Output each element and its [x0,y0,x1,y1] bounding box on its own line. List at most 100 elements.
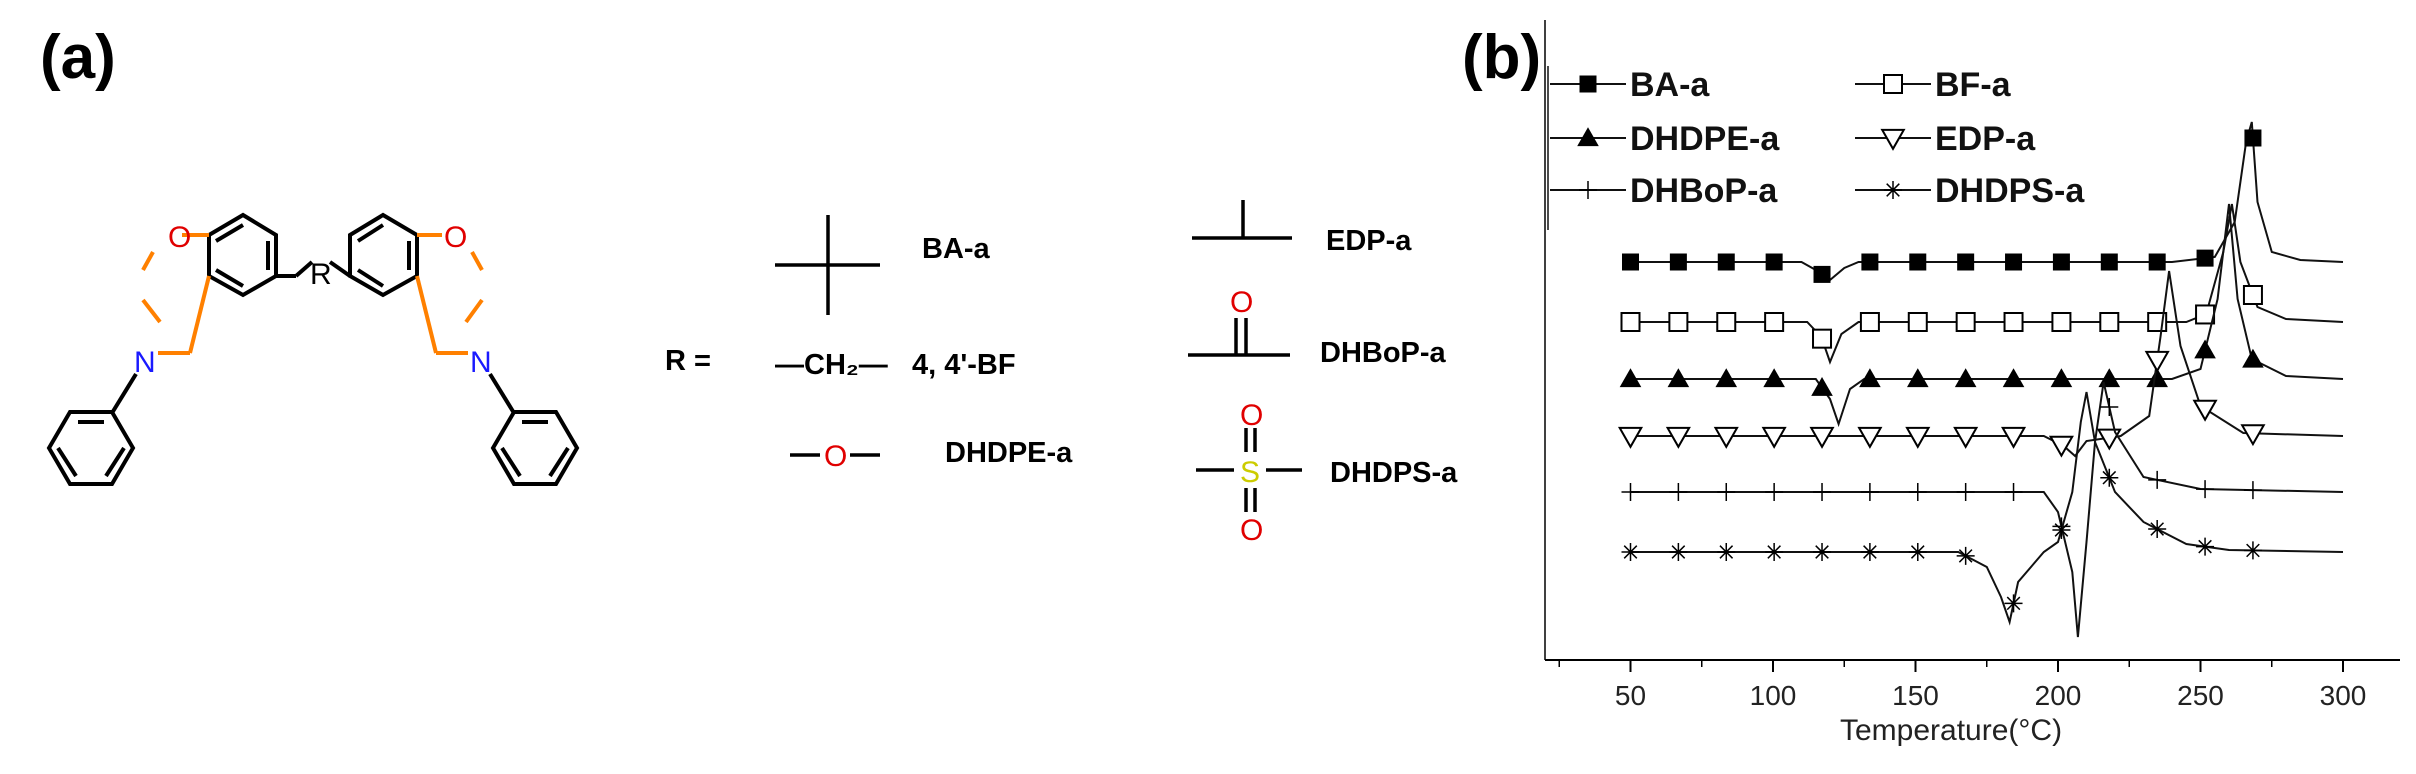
series-marker [1905,426,1931,449]
series-marker [1908,483,1927,501]
series-marker [1953,426,1979,449]
series-marker [1761,426,1787,449]
variant-label-dhdpe-a: DHDPE-a [945,437,1073,469]
r-atom: R [310,258,332,291]
series-marker [2196,537,2215,556]
dhdps-a-structure [1196,428,1302,512]
legend-label: DHDPE-a [1630,120,1780,158]
variant-label-4-4-bf: 4, 4'-BF [912,349,1016,381]
series-marker [1716,312,1737,332]
series-marker [2196,249,2214,267]
series-group [1617,121,2344,638]
series-marker [1860,543,1879,561]
series-marker [1669,253,1687,271]
series-marker [2243,541,2262,560]
series-ba-a [1622,121,2344,283]
series-marker [2148,470,2167,489]
series-marker [1621,483,1640,501]
series-marker [2100,468,2119,487]
series-marker [2096,428,2122,451]
legend-item: EDP-a [1855,120,2036,158]
series-marker [2002,368,2025,388]
x-tick-label: 250 [2177,680,2224,711]
series-marker [1956,483,1975,501]
legend-item: BA-a [1550,66,1710,104]
series-dhbop-a [1621,381,2344,638]
series-marker [1668,312,1689,332]
series-marker [1765,483,1784,501]
left-nitrogen-atom: N [134,346,156,379]
series-marker [1622,253,1639,271]
series-marker [1954,368,1977,388]
series-marker [1813,265,1831,283]
series-marker [1765,253,1783,271]
series-marker [2004,483,2023,501]
series-marker [2148,520,2167,539]
series-marker [2194,339,2216,359]
series-marker [1907,312,1928,332]
series-marker [1857,426,1883,449]
series-marker [2004,594,2023,613]
variant-label-dhbop-a: DHBoP-a [1320,337,1447,369]
ch2-structure: —CH₂— [775,349,888,381]
series-line [1630,203,2344,428]
left-phenyl-ring [46,410,136,486]
legend-label: EDP-a [1935,120,2036,158]
x-tick-label: 300 [2320,680,2367,711]
series-marker [1717,483,1736,501]
left-oxygen-atom: O [168,221,191,254]
series-marker [1860,483,1879,501]
series-marker [1955,312,1976,332]
right-oxygen-atom: O [444,221,467,254]
series-marker [1908,543,1927,561]
series-marker [2243,481,2262,500]
series-marker [1713,426,1739,449]
series-marker [2001,426,2027,449]
series-marker [1763,368,1785,388]
series-marker [2148,253,2166,271]
series-marker [2050,368,2073,388]
x-tick-label: 50 [1615,680,1646,711]
series-marker [2051,312,2072,332]
dhdps-oxygen-top-atom: O [1240,399,1263,432]
dhdps-oxygen-bottom-atom: O [1240,514,1263,547]
series-marker [2144,350,2170,373]
series-marker [1577,127,1599,147]
series-marker [2048,435,2074,458]
series-marker [1579,75,1597,93]
series-bf-a [1620,203,2344,365]
series-marker [2099,312,2120,332]
series-marker [2196,480,2215,499]
dhbop-oxygen-atom: O [1230,286,1253,319]
series-marker [1765,543,1784,561]
series-marker [2192,399,2218,422]
panel-b-label: (b) [1462,23,1542,92]
series-marker [1715,368,1738,388]
chemical-structure-figure: O N R O N R = BA-a —CH₂— 4, 4'-BF O DHDP… [46,200,1458,547]
series-marker [1809,426,1835,449]
variant-label-ba-a: BA-a [922,233,991,265]
legend-item: BF-a [1855,66,2012,104]
series-marker [1669,543,1688,561]
series-marker [1619,368,1642,388]
panel-a-label: (a) [40,23,116,92]
series-marker [1906,368,1929,388]
series-marker [1617,426,1644,449]
series-dhdps-a [1621,391,2344,626]
series-marker [2003,312,2024,332]
series-marker [1956,546,1975,565]
legend-item: DHDPS-a [1855,172,2085,210]
variant-label-edp-a: EDP-a [1326,225,1412,257]
series-marker [1884,181,1902,199]
series-marker [2100,398,2119,416]
benzoxazine-skeleton [46,212,580,486]
series-marker [1665,426,1691,449]
series-marker [1861,253,1879,271]
right-nitrogen-atom: N [470,346,492,379]
series-marker [1621,543,1640,561]
series-marker [1667,368,1690,388]
variant-label-dhdps-a: DHDPS-a [1330,457,1458,489]
series-marker [1717,543,1736,561]
